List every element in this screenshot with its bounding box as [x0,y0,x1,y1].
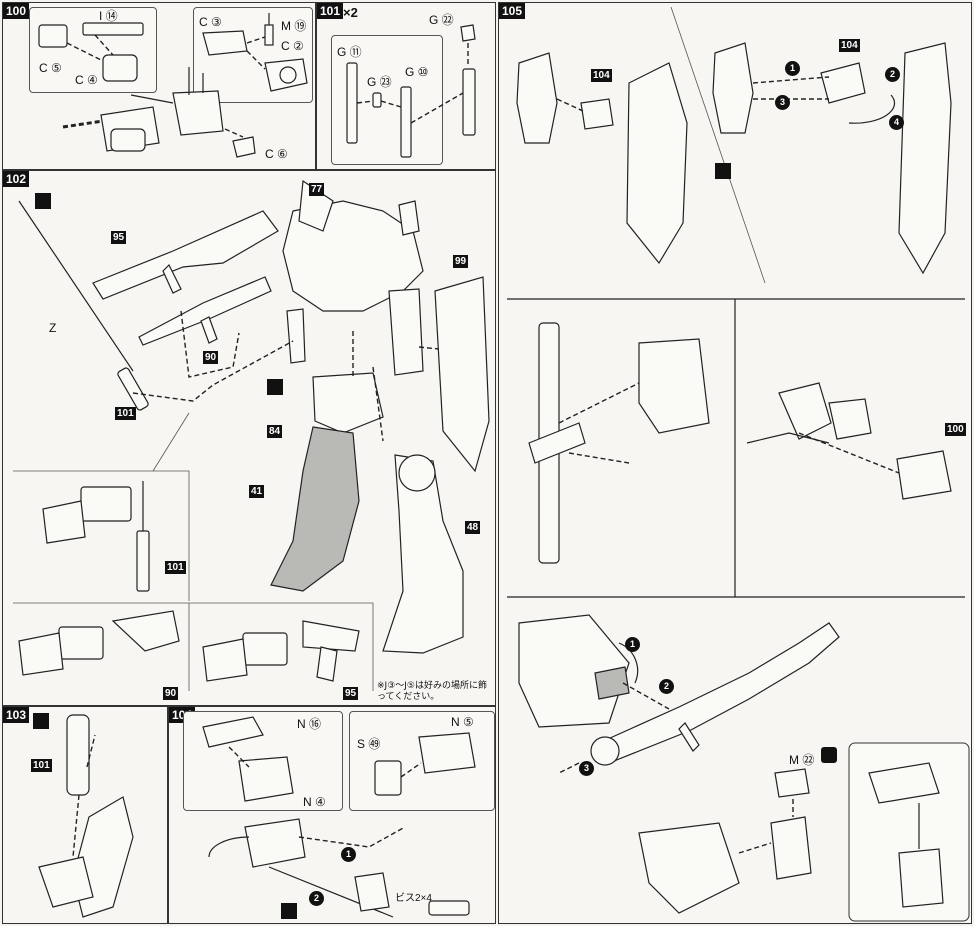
part-label: N ④ [303,795,326,809]
subassembly-box [193,7,313,103]
part-ref: 77 [309,183,325,196]
part-label: N ⑯ [297,717,322,731]
step-number: 105 [499,3,526,19]
part-ref: 41 [249,485,265,498]
tool-icon [35,193,51,209]
step-number: 101 [317,3,344,19]
step-order-marker: 1 [341,847,356,862]
tool-icon [281,903,297,919]
step-order-marker: 4 [889,115,904,130]
step-105-illustration [507,6,970,922]
part-ref: 95 [343,687,359,700]
screw-label: ビス2×4 [395,893,432,904]
step-order-marker: 2 [885,67,900,82]
part-label: G ⑪ [337,45,362,59]
part-ref: 101 [31,759,52,772]
step-102-panel: 102 [2,170,496,706]
part-label: M ⑲ [281,19,307,33]
caution-icon [821,747,837,763]
part-label: G ㉓ [367,75,392,89]
part-label: M ㉒ [789,753,815,767]
part-label: C ④ [75,73,98,87]
part-ref: 104 [591,69,612,82]
step-100-panel: 100 I ⑭ C ⑤ C ④ C ③ M ⑲ C ② C ⑥ [2,2,316,170]
display-note: ※J③～J⑤は好みの場所に飾ってください。 [377,681,487,702]
part-ref: 101 [115,407,136,420]
multiplier-label: ×2 [343,5,358,20]
step-number: 100 [3,3,30,19]
tool-icon [267,379,283,395]
step-102-illustration [13,179,490,691]
step-101-panel: 101 ×2 G ㉒ G ⑪ G ㉓ G ⑩ [316,2,496,170]
step-103-illustration [38,714,134,918]
part-ref: 101 [165,561,186,574]
part-ref: 90 [163,687,179,700]
part-ref: 84 [267,425,283,438]
step-100-illustration [38,13,308,158]
part-label: C ② [281,39,304,53]
part-label: G ㉒ [429,13,454,27]
part-ref: 48 [465,521,481,534]
part-ref: 99 [453,255,469,268]
step-101-illustration [346,24,476,158]
step-number: 102 [3,171,30,187]
part-label: S ㊾ [357,737,381,751]
part-label: C ⑥ [265,147,288,161]
part-label: I ⑭ [99,9,118,23]
part-ref: 90 [203,351,219,364]
part-label: C ③ [199,15,222,29]
step-order-marker: 2 [659,679,674,694]
direction-icon [33,713,49,729]
step-104-illustration [202,716,476,918]
step-number: 103 [3,707,30,723]
step-order-marker: 3 [579,761,594,776]
part-ref: 104 [839,39,860,52]
step-order-marker: 1 [625,637,640,652]
step-order-marker: 2 [309,891,324,906]
part-label: C ⑤ [39,61,62,75]
part-label: N ⑤ [451,715,474,729]
part-label: G ⑩ [405,65,429,79]
part-label: Z [49,321,57,335]
step-105-panel: 105 [498,2,972,924]
step-order-marker: 3 [775,95,790,110]
step-order-marker: 1 [785,61,800,76]
part-ref: 95 [111,231,127,244]
step-104-panel: 104 N ⑯ N ④ S ㊾ N ⑤ 1 2 ビス2×4 [168,706,496,924]
tool-icon [715,163,731,179]
part-ref: 100 [945,423,966,436]
step-103-panel: 103 101 [2,706,168,924]
